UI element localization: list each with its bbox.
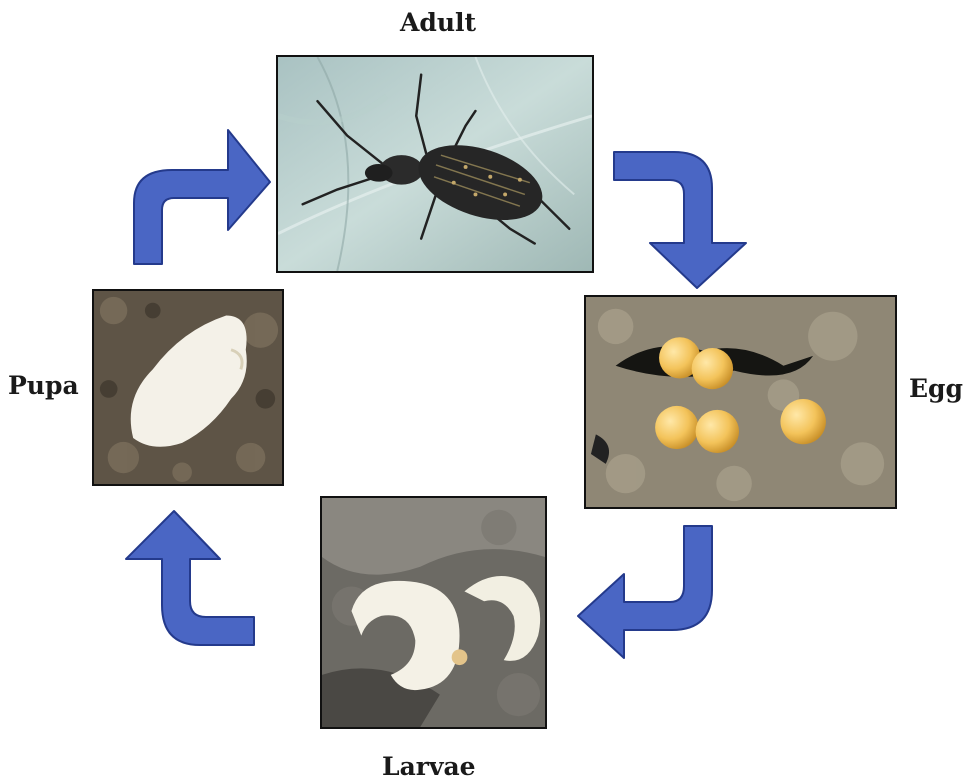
arrow-adult-to-egg xyxy=(610,148,760,293)
arrow-egg-to-larvae xyxy=(574,522,716,662)
arrow-larvae-to-pupa xyxy=(118,505,258,650)
eggs-photo xyxy=(584,295,897,509)
label-larvae: Larvae xyxy=(382,754,476,779)
label-adult: Adult xyxy=(400,10,476,35)
pupa-photo xyxy=(92,289,284,486)
label-egg: Egg xyxy=(909,376,963,401)
larvae-photo xyxy=(320,496,547,729)
adult-weevil-photo xyxy=(276,55,594,273)
label-pupa: Pupa xyxy=(8,373,79,398)
arrow-pupa-to-adult xyxy=(120,118,280,268)
